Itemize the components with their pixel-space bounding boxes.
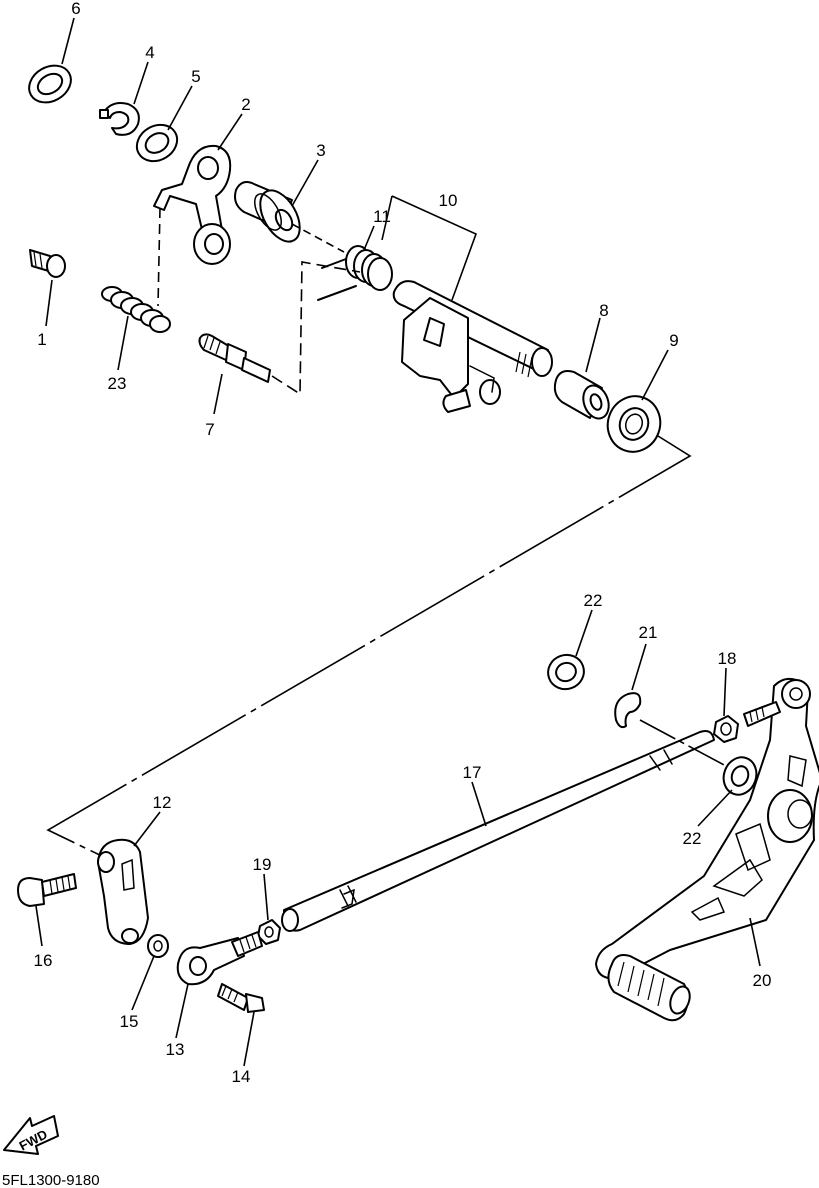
part-23-spring <box>101 286 171 333</box>
callout-23: 23 <box>108 374 127 393</box>
alignment-line-3-11 <box>291 223 345 253</box>
callout-9: 9 <box>669 331 678 350</box>
part-22-washer-lower <box>722 756 758 796</box>
callout-20: 20 <box>753 971 772 990</box>
callout-15: 15 <box>120 1012 139 1031</box>
bracket-10 <box>391 195 478 301</box>
callout-7: 7 <box>205 420 214 439</box>
part-2-stopper-lever <box>153 144 232 265</box>
part-10-shift-shaft <box>392 280 553 413</box>
part-20-shift-pedal <box>595 677 819 1022</box>
callout-19: 19 <box>253 855 272 874</box>
callout-8: 8 <box>599 301 608 320</box>
part-4-circlip <box>99 102 140 136</box>
part-7-stud <box>198 333 271 383</box>
alignment-line-9-12 <box>46 435 692 861</box>
part-1-pin <box>29 249 66 278</box>
part-18-nut <box>713 715 739 743</box>
fwd-arrow-icon: FWD <box>3 1115 59 1155</box>
diagram-code: 5FL1300-9180 <box>2 1172 100 1188</box>
part-11-torsion-spring <box>317 245 393 301</box>
part-8-collar <box>553 370 610 420</box>
callout-16: 16 <box>34 951 53 970</box>
callout-4: 4 <box>145 43 154 62</box>
callout-14: 14 <box>232 1067 251 1086</box>
callout-18: 18 <box>718 649 737 668</box>
alignment-line-7-11 <box>271 261 361 396</box>
callout-leaders <box>35 17 761 1067</box>
part-5-washer <box>135 123 179 163</box>
callout-22-lower: 22 <box>683 829 702 848</box>
part-13-rod-end <box>176 931 263 986</box>
callout-3: 3 <box>316 141 325 160</box>
part-14-bolt <box>217 983 265 1013</box>
callout-1: 1 <box>37 330 46 349</box>
part-17-shift-rod <box>281 730 715 932</box>
bracket-10-left <box>381 195 393 241</box>
part-3-collar <box>234 181 301 243</box>
callout-21: 21 <box>639 623 658 642</box>
callout-11: 11 <box>373 207 391 226</box>
part-21-circlip <box>614 692 642 729</box>
callout-12: 12 <box>153 793 172 812</box>
part-6-washer <box>28 64 72 104</box>
part-15-collar <box>147 934 169 958</box>
callout-6: 6 <box>71 0 80 18</box>
callout-10: 10 <box>439 191 458 210</box>
part-22-washer-top <box>547 653 585 691</box>
callout-17: 17 <box>463 763 482 782</box>
alignment-line-21-22 <box>639 719 727 767</box>
part-12-shift-arm <box>97 838 149 945</box>
callout-13: 13 <box>166 1040 185 1059</box>
part-16-bolt <box>17 873 77 907</box>
callout-22-top: 22 <box>584 591 603 610</box>
callout-5: 5 <box>191 67 200 86</box>
alignment-line-2-23 <box>157 207 161 307</box>
callout-2: 2 <box>241 95 250 114</box>
part-9-oil-seal <box>606 395 662 453</box>
